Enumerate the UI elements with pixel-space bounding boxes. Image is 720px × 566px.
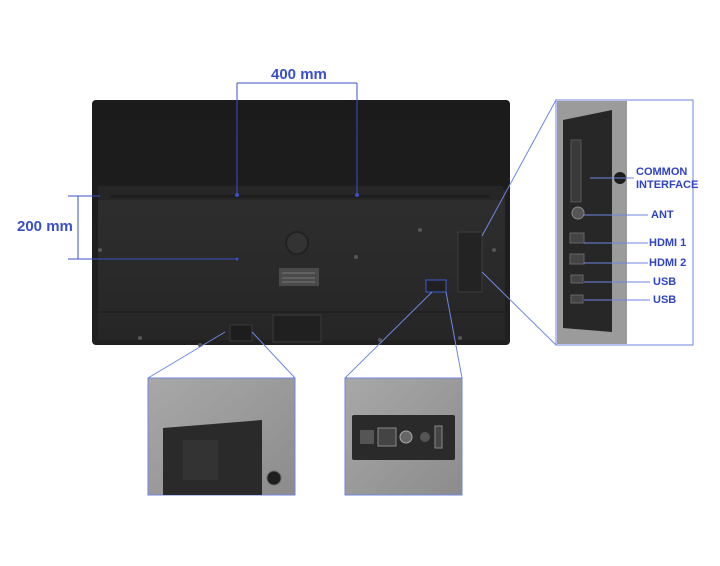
- height-dimension-label: 200 mm: [17, 218, 73, 235]
- common-interface-label: COMMON INTERFACE: [636, 166, 699, 191]
- rear-ports-inset: [344, 377, 463, 496]
- hdmi2-label: HDMI 2: [649, 257, 687, 269]
- power-inset: [147, 377, 296, 496]
- stand-mount: [272, 314, 322, 343]
- usb1-label: USB: [653, 276, 677, 288]
- tv-rear-panel: [92, 100, 510, 347]
- height-dimension-lines: [68, 195, 237, 260]
- rear-ports-inset-lines: [344, 291, 463, 379]
- usb2-label: USB: [653, 294, 677, 306]
- speaker-grille: [285, 231, 309, 255]
- width-dimension-lines: [236, 82, 358, 195]
- side-ports-inset: [555, 99, 694, 346]
- rating-label: [279, 268, 319, 286]
- side-connector-panel: [457, 231, 483, 293]
- inset-connector-lines: [481, 99, 557, 346]
- power-inset-lines: [147, 331, 296, 379]
- hdmi1-label: HDMI 1: [649, 237, 687, 249]
- ant-label: ANT: [651, 209, 674, 221]
- width-dimension-label: 400 mm: [271, 66, 327, 83]
